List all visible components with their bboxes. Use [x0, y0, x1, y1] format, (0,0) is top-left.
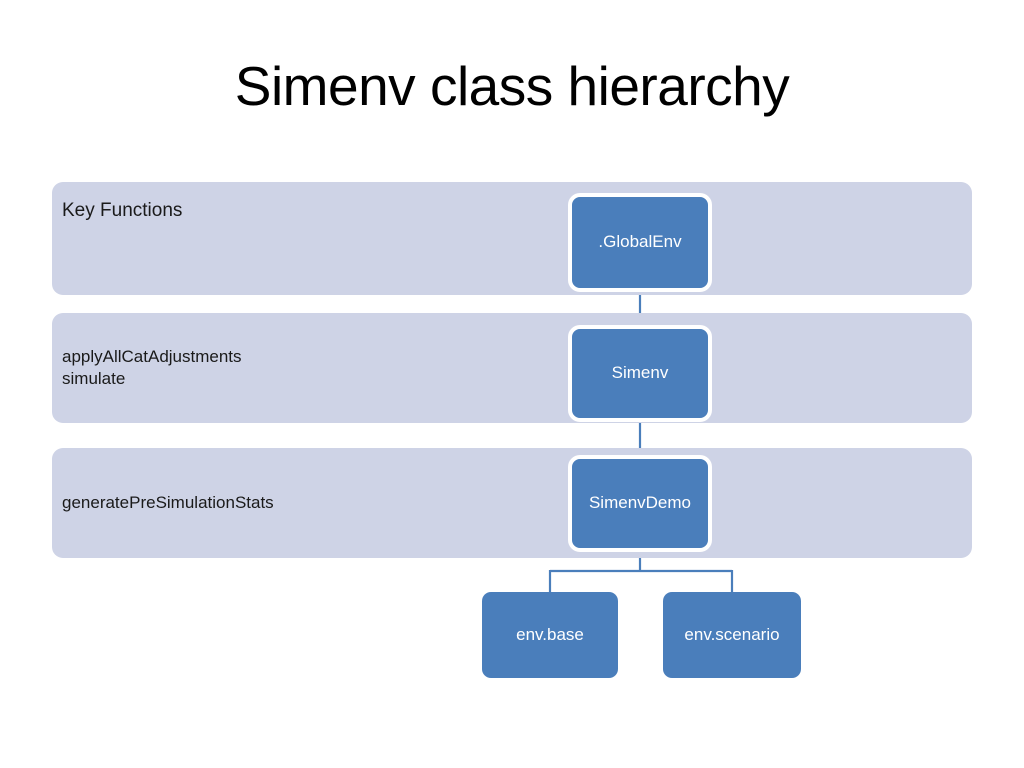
band-simenv-functions: applyAllCatAdjustments simulate — [52, 313, 972, 423]
band-simenvdemo-functions: generatePreSimulationStats — [52, 448, 972, 558]
node-globalenv[interactable]: .GlobalEnv — [568, 193, 712, 292]
node-env-scenario[interactable]: env.scenario — [663, 592, 801, 678]
band-key-functions: Key Functions — [52, 182, 972, 295]
band-label-simenvdemo-functions: generatePreSimulationStats — [62, 493, 274, 512]
band-label-simenv-functions: applyAllCatAdjustments simulate — [62, 347, 242, 388]
page-title: Simenv class hierarchy — [234, 55, 790, 117]
node-simenvdemo[interactable]: SimenvDemo — [568, 455, 712, 552]
band-label-key-functions: Key Functions — [62, 200, 183, 221]
node-env-base[interactable]: env.base — [482, 592, 618, 678]
node-simenv[interactable]: Simenv — [568, 325, 712, 422]
